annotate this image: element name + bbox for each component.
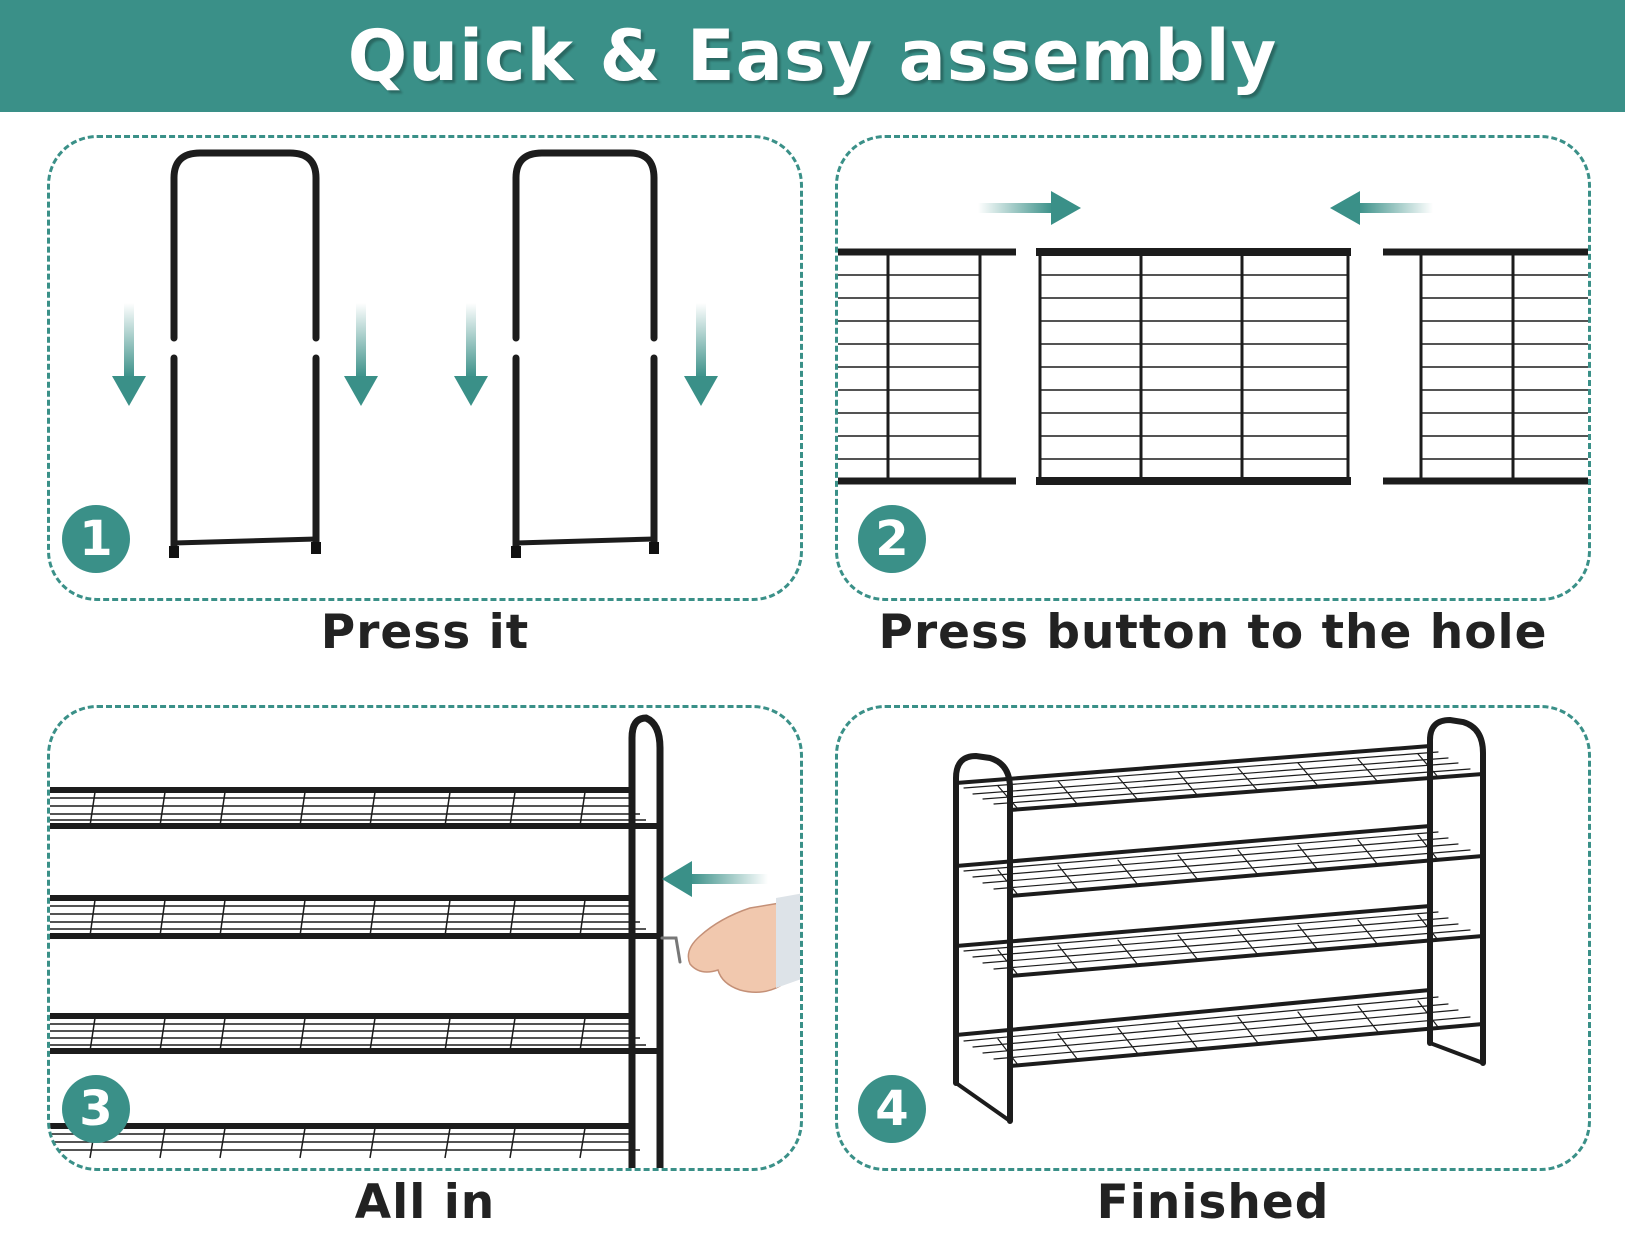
hand-icon [687, 893, 800, 993]
rack-tier-3 [954, 904, 1485, 978]
side-frame [628, 714, 664, 1168]
step-3-illustration [50, 714, 800, 1168]
title-banner: Quick & Easy assembly [0, 0, 1625, 112]
shelf-tier-4 [50, 1123, 640, 1159]
step-1-panel: 1 [47, 135, 803, 601]
shelf-tier-2 [50, 895, 660, 939]
right-arrow-icon [978, 191, 1081, 225]
rack-left-frame [953, 752, 1013, 1124]
step-2-caption: Press button to the hole [878, 605, 1548, 660]
left-arrow-icon [1330, 191, 1433, 225]
step-1-illustration [112, 149, 718, 558]
hex-key-icon [660, 936, 682, 964]
rack-tier-2 [954, 824, 1485, 898]
shelf-left-section [838, 248, 1016, 485]
shelf-tier-3 [50, 1013, 660, 1054]
step-3-badge: 3 [62, 1075, 130, 1143]
shelf-tiers [50, 787, 660, 1159]
left-arrow-icon [662, 861, 768, 897]
step-4-badge: 4 [858, 1075, 926, 1143]
frame-left [170, 149, 320, 552]
shelf-right-section [1383, 248, 1588, 485]
step-1-badge: 1 [62, 505, 130, 573]
rack-tier-4 [954, 988, 1485, 1068]
banner-title: Quick & Easy assembly [347, 15, 1278, 97]
step-2-panel: 2 [835, 135, 1591, 601]
feet [169, 542, 659, 558]
shoe-rack [953, 716, 1486, 1124]
shelf-center-section [1036, 248, 1351, 485]
step-1-caption: Press it [320, 605, 530, 660]
step-4-illustration [953, 716, 1486, 1124]
step-3-panel: 3 [47, 705, 803, 1171]
step-4-caption: Finished [1096, 1175, 1330, 1230]
rack-right-frame [1427, 716, 1486, 1066]
step-2-badge: 2 [858, 505, 926, 573]
step-3-caption: All in [354, 1175, 496, 1230]
step-4-panel: 4 [835, 705, 1591, 1171]
down-arrow-icons [112, 303, 718, 406]
rack-tier-1 [954, 744, 1485, 812]
frame-right [512, 149, 658, 552]
shelf-tier-1 [50, 787, 660, 829]
step-2-illustration [838, 191, 1588, 485]
